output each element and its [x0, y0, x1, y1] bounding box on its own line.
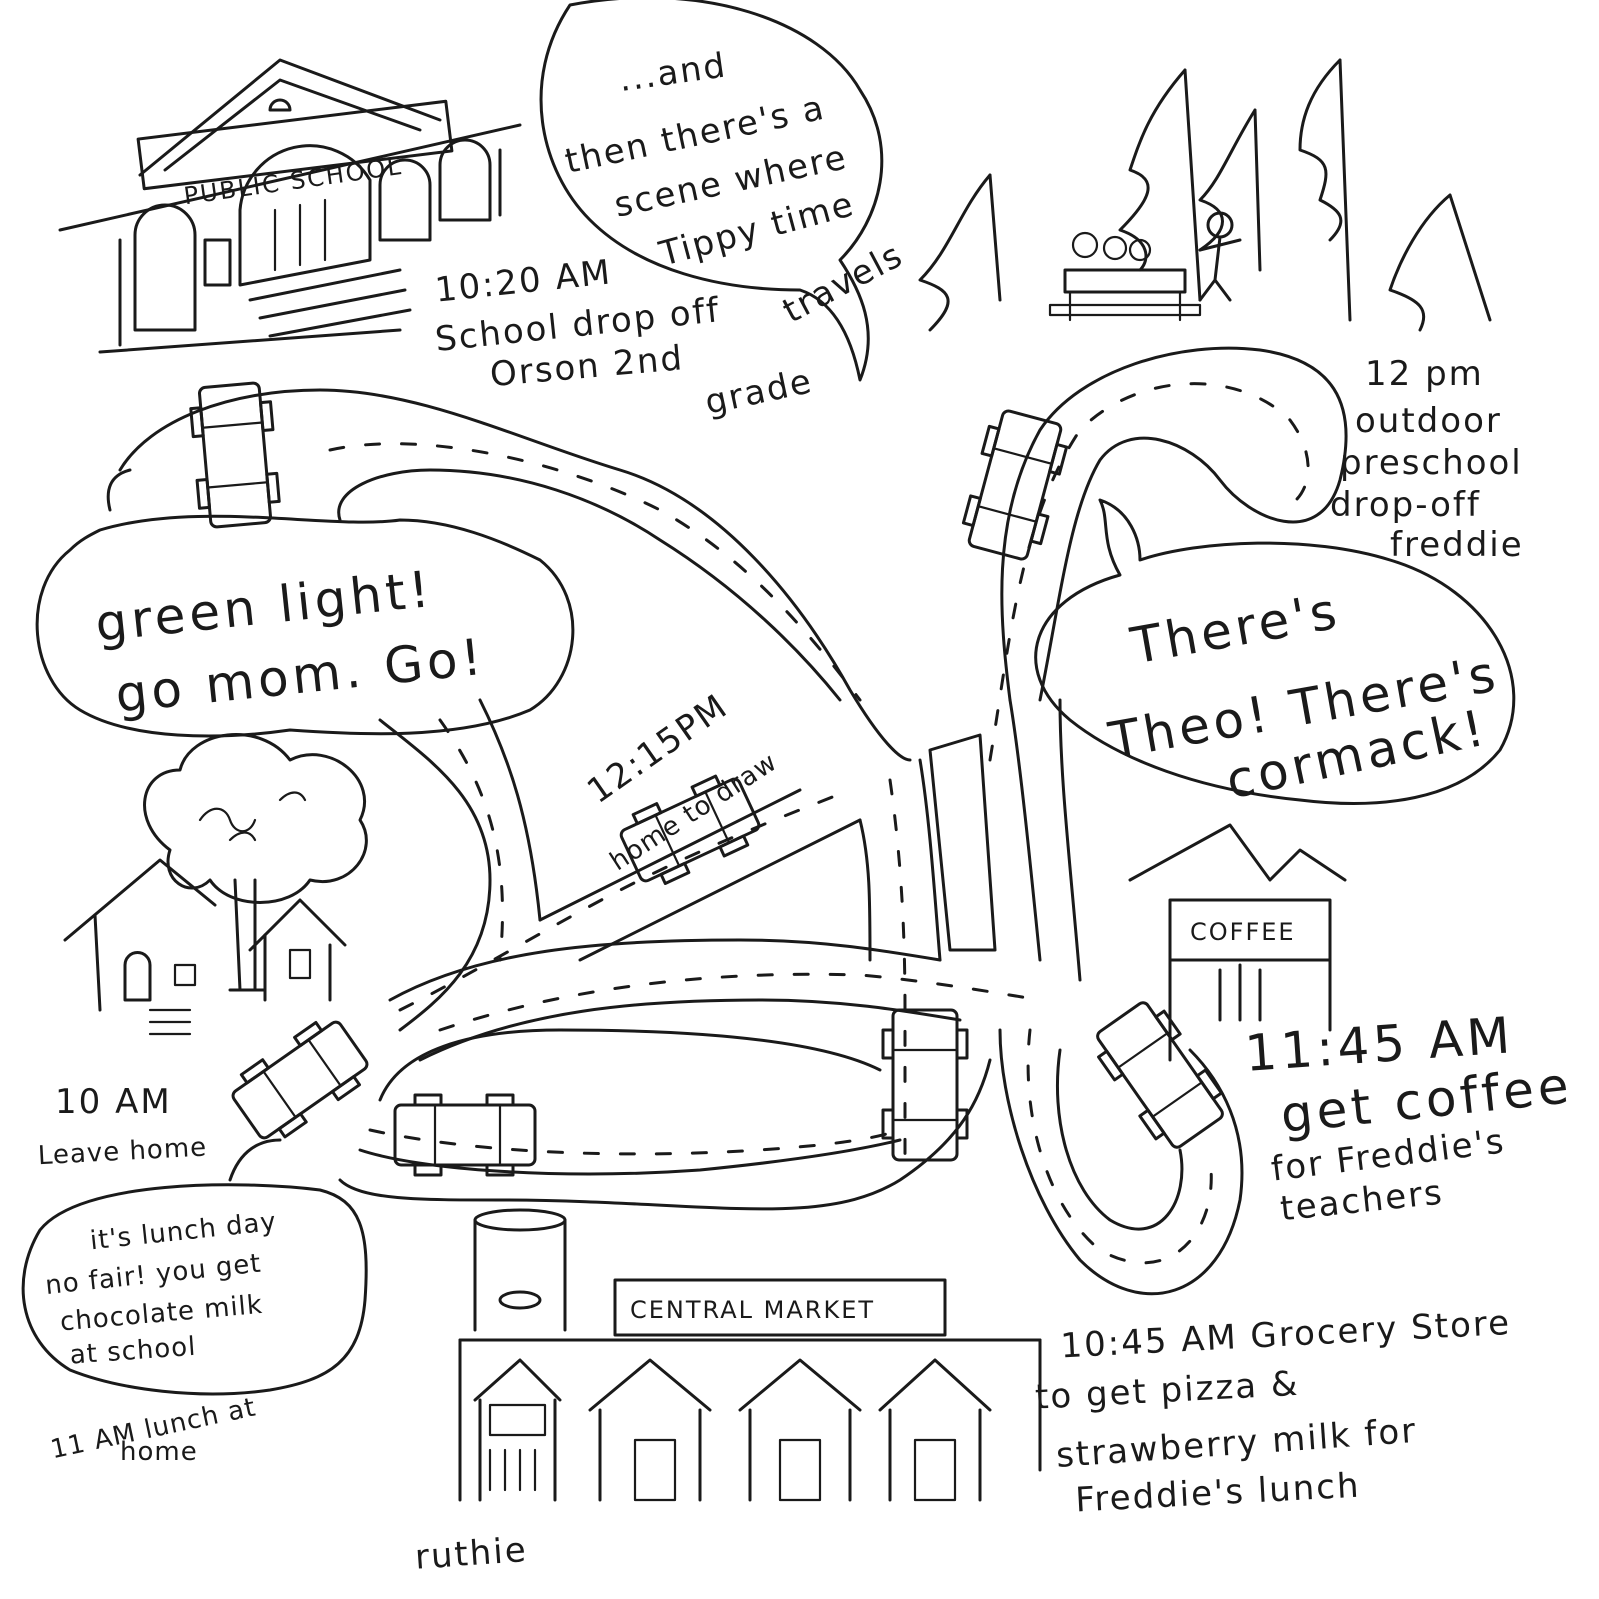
speech-bubble-green-light: green light! go mom. Go!	[35, 468, 575, 738]
svg-text:10 AM: 10 AM	[55, 1082, 172, 1122]
svg-text:Freddie's lunch: Freddie's lunch	[1074, 1466, 1361, 1521]
road-network	[118, 346, 1348, 1296]
car-icon	[393, 1093, 537, 1177]
car-icon	[189, 381, 281, 529]
lunch-day-line-4: at school	[69, 1332, 198, 1371]
central-market-building: CENTRAL MARKET	[458, 1208, 1042, 1502]
svg-text:grade: grade	[702, 361, 817, 423]
label-preschool-drop-off: 12 pm outdoor preschool drop-off freddie	[1330, 354, 1524, 565]
svg-text:10:45 AM Grocery Store: 10:45 AM Grocery Store	[1059, 1303, 1511, 1367]
theo-line-1: There's	[1126, 582, 1345, 676]
car-icon	[619, 774, 761, 885]
svg-text:preschool: preschool	[1340, 443, 1523, 483]
svg-text:strawberry milk for: strawberry milk for	[1055, 1411, 1419, 1476]
svg-text:outdoor: outdoor	[1355, 401, 1502, 441]
time-travel-line-1: ...and	[616, 45, 729, 100]
svg-text:drop-off: drop-off	[1330, 485, 1481, 525]
car-icons	[189, 381, 1224, 1177]
svg-text:home: home	[120, 1437, 198, 1467]
label-leave-home: 10 AM Leave home	[37, 1082, 208, 1171]
label-grocery-store: 10:45 AM Grocery Store to get pizza & st…	[1034, 1303, 1512, 1521]
label-lunch-at-home: 11 AM lunch at home	[48, 1392, 259, 1467]
lunch-day-line-3: chocolate milk	[59, 1290, 264, 1338]
svg-text:10:20 AM: 10:20 AM	[433, 252, 614, 310]
picnic-family-scene	[1048, 211, 1242, 322]
car-icon	[881, 1008, 969, 1162]
car-icon	[961, 409, 1069, 561]
svg-text:Leave home: Leave home	[37, 1132, 208, 1171]
artist-signature: ruthie	[414, 1530, 529, 1578]
label-school-drop-off: 10:20 AM School drop off Orson 2nd grade	[433, 252, 816, 423]
coffee-shop-building: COFFEE	[1128, 823, 1347, 1062]
tree-icon	[143, 733, 368, 992]
market-sign-text: CENTRAL MARKET	[630, 1296, 875, 1324]
time-travel-line-5: travels	[776, 235, 910, 332]
coffee-sign-text: COFFEE	[1190, 918, 1296, 946]
car-icon	[1096, 1001, 1224, 1149]
home-houses	[63, 858, 347, 1036]
car-icon	[231, 1020, 369, 1140]
svg-text:12 pm: 12 pm	[1365, 354, 1484, 394]
forest-trees	[918, 58, 1492, 332]
svg-text:to get pizza &: to get pizza &	[1034, 1364, 1300, 1418]
svg-text:freddie: freddie	[1390, 525, 1524, 565]
label-coffee-stop: 11:45 AM get coffee for Freddie's teache…	[1243, 1006, 1575, 1229]
speech-bubble-lunch-day: it's lunch day no fair! you get chocolat…	[21, 1138, 368, 1396]
